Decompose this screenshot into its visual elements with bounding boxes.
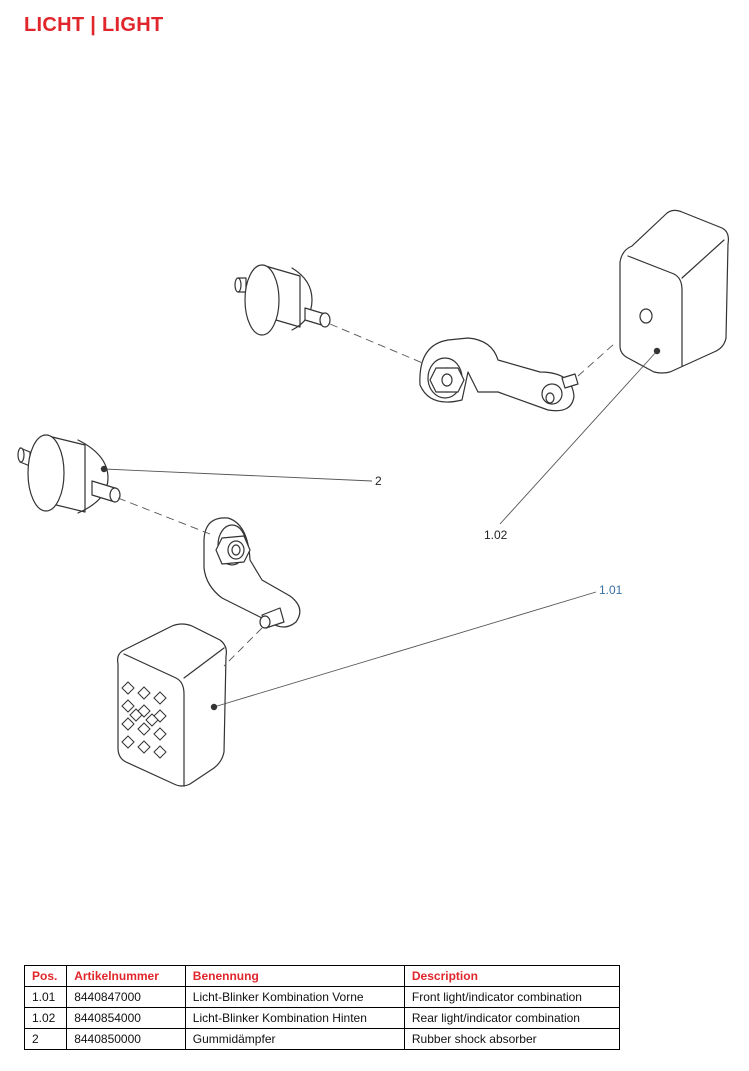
cell-article: 8440854000: [66, 1007, 186, 1029]
cell-name: Gummidämpfer: [184, 1028, 405, 1050]
cell-name: Licht-Blinker Kombination Hinten: [184, 1007, 405, 1029]
cell-name: Licht-Blinker Kombination Vorne: [184, 986, 405, 1008]
cell-article: 8440850000: [66, 1028, 186, 1050]
callout-leaders: [103, 350, 658, 708]
cell-description: Front light/indicator combination: [403, 986, 621, 1008]
table-row: 2 8440850000 Gummidämpfer Rubber shock a…: [23, 1028, 621, 1050]
rear-light: [619, 209, 729, 374]
callout-1-02-label: 1.02: [484, 528, 508, 542]
bracket-lower: [203, 517, 301, 629]
cell-description: Rear light/indicator combination: [403, 1007, 621, 1029]
cell-pos: 2: [23, 1028, 68, 1050]
callout-dots: [100, 347, 661, 711]
parts-table: Pos. Artikelnummer Benennung Description…: [23, 965, 621, 1050]
cell-pos: 1.02: [23, 1007, 68, 1029]
cell-description: Rubber shock absorber: [403, 1028, 621, 1050]
table-row: 1.02 8440854000 Licht-Blinker Kombinatio…: [23, 1007, 621, 1029]
rubber-damper-lower: [17, 434, 121, 514]
table-header-row: Pos. Artikelnummer Benennung Description: [23, 965, 621, 987]
cell-pos: 1.01: [23, 986, 68, 1008]
front-light: [117, 623, 227, 787]
col-header-pos: Pos.: [23, 965, 68, 987]
front-light-lens-pattern: [121, 681, 167, 759]
callout-1-01-label: 1.01: [599, 583, 623, 597]
rubber-damper-upper: [234, 264, 331, 336]
col-header-name: Benennung: [184, 965, 405, 987]
col-header-description: Description: [403, 965, 621, 987]
page-title: LICHT | LIGHT: [24, 14, 164, 36]
col-header-article: Artikelnummer: [66, 965, 186, 987]
table-row: 1.01 8440847000 Licht-Blinker Kombinatio…: [23, 986, 621, 1008]
cell-article: 8440847000: [66, 986, 186, 1008]
bracket-upper: [419, 337, 579, 412]
assembly-guide-lines: [117, 323, 615, 667]
callout-2-label: 2: [375, 474, 382, 488]
